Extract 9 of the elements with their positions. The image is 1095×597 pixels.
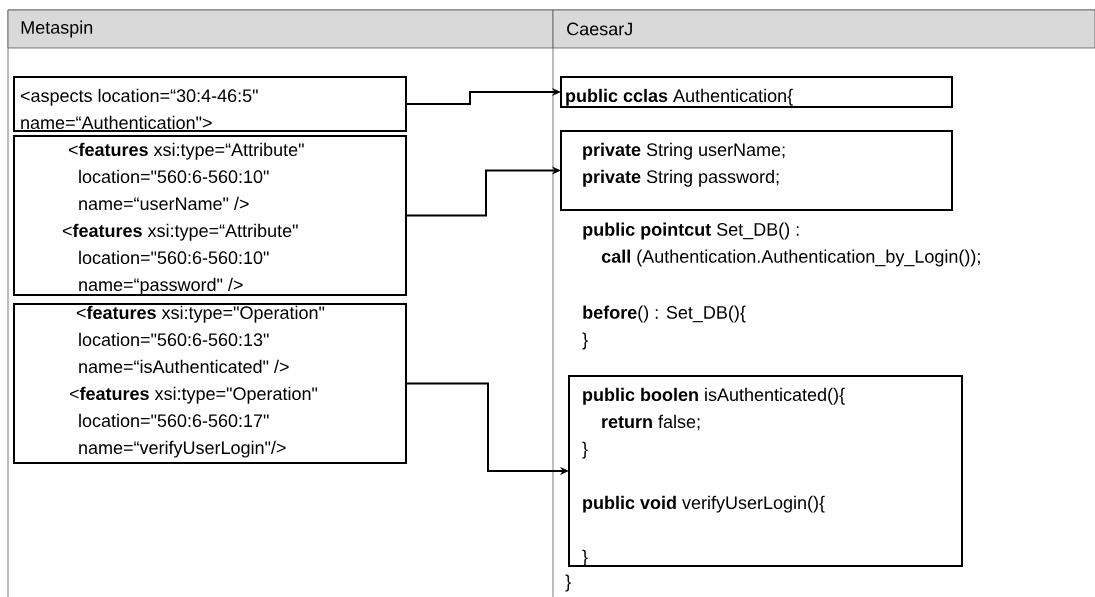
column-header: Metaspin bbox=[7, 9, 554, 49]
column-header: CaesarJ bbox=[552, 9, 1095, 49]
code-box: public cclas Authentication{ bbox=[560, 76, 953, 108]
code-line: } bbox=[565, 574, 571, 592]
code-box: <features xsi:type="Operation" location="560:6-560:13" name=“isAuthenticated" /> <features xsi:type="Operation" location="560:6-560:17" name=“verifyUserLogin"/> bbox=[13, 303, 407, 464]
code-line: before() : Set_DB(){ bbox=[583, 305, 746, 323]
code-box: private String userName; private String password; bbox=[560, 130, 953, 211]
code-line: call (Authentication.Authentication_by_Login()); bbox=[601, 249, 980, 267]
code-line: } bbox=[582, 332, 588, 350]
